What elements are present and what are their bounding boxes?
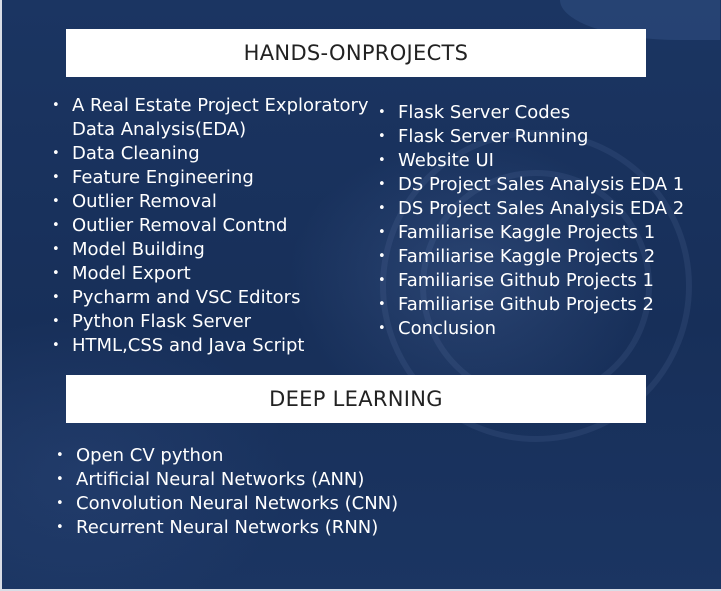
hands-on-left-list: A Real Estate Project Exploratory Data A…: [52, 94, 372, 358]
deep-learning-list: Open CV python Artificial Neural Network…: [56, 444, 476, 540]
list-item: Flask Server Running: [378, 125, 696, 149]
list-item: Python Flask Server: [52, 310, 372, 334]
list-item: HTML,CSS and Java Script: [52, 334, 372, 358]
list-item: Data Cleaning: [52, 142, 372, 166]
hands-on-right-list: Flask Server Codes Flask Server Running …: [378, 101, 696, 341]
hands-on-projects-title: HANDS-ONPROJECTS: [243, 41, 469, 65]
list-item: DS Project Sales Analysis EDA 1: [378, 173, 696, 197]
list-item: Familiarise Kaggle Projects 1: [378, 221, 696, 245]
list-item: Flask Server Codes: [378, 101, 696, 125]
list-item: Recurrent Neural Networks (RNN): [56, 516, 476, 540]
list-item: A Real Estate Project Exploratory Data A…: [52, 94, 372, 142]
list-item: Open CV python: [56, 444, 476, 468]
list-item: Model Export: [52, 262, 372, 286]
list-item: Conclusion: [378, 317, 696, 341]
list-item: Pycharm and VSC Editors: [52, 286, 372, 310]
list-item: Outlier Removal Contnd: [52, 214, 372, 238]
list-item: Outlier Removal: [52, 190, 372, 214]
deep-learning-title: DEEP LEARNING: [269, 387, 443, 411]
list-item: Website UI: [378, 149, 696, 173]
list-item: Familiarise Github Projects 1: [378, 269, 696, 293]
list-item: Artificial Neural Networks (ANN): [56, 468, 476, 492]
list-item: Familiarise Kaggle Projects 2: [378, 245, 696, 269]
list-item: Convolution Neural Networks (CNN): [56, 492, 476, 516]
deep-learning-heading: DEEP LEARNING: [66, 375, 646, 423]
list-item: DS Project Sales Analysis EDA 2: [378, 197, 696, 221]
list-item: Feature Engineering: [52, 166, 372, 190]
list-item: Model Building: [52, 238, 372, 262]
list-item: Familiarise Github Projects 2: [378, 293, 696, 317]
hands-on-projects-heading: HANDS-ONPROJECTS: [66, 29, 646, 77]
